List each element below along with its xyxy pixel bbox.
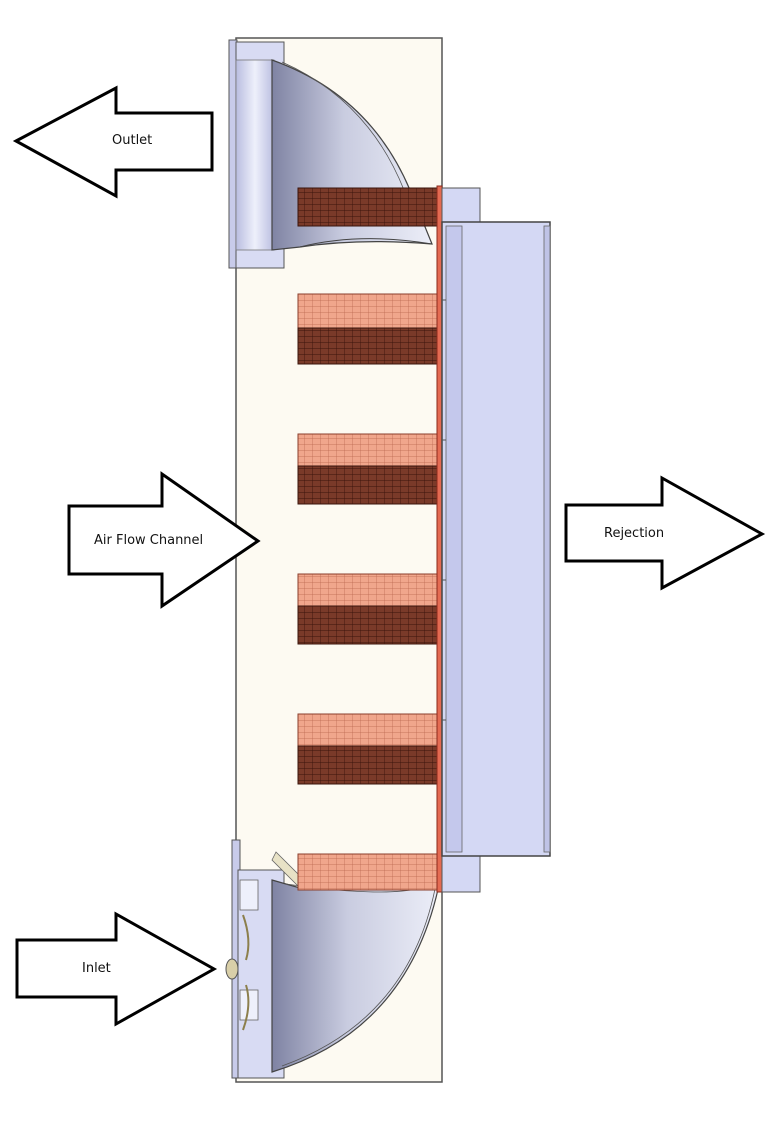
arrow-right-icon [67, 471, 261, 609]
fin-stack [297, 187, 439, 891]
fin-block [297, 187, 439, 227]
arrow-left-icon [12, 85, 214, 199]
outlet-label: Outlet [112, 133, 153, 148]
rejection-housing [441, 187, 551, 893]
fin-block [297, 327, 439, 365]
fin-block [297, 433, 439, 467]
fin-block [297, 713, 439, 747]
fin-block [297, 465, 439, 505]
fin-block [297, 605, 439, 645]
fin-block [297, 293, 439, 329]
air-flow-channel-label: Air Flow Channel [94, 533, 204, 548]
fin-block [297, 573, 439, 607]
inlet-label: Inlet [82, 961, 111, 976]
fin-block [297, 745, 439, 785]
fin-block [297, 853, 439, 891]
inlet-duct [225, 839, 441, 1079]
arrow-right-icon [564, 475, 766, 591]
rejection-label: Rejection [604, 526, 665, 541]
arrow-right-icon [15, 911, 218, 1027]
fan-icon [225, 851, 305, 1031]
